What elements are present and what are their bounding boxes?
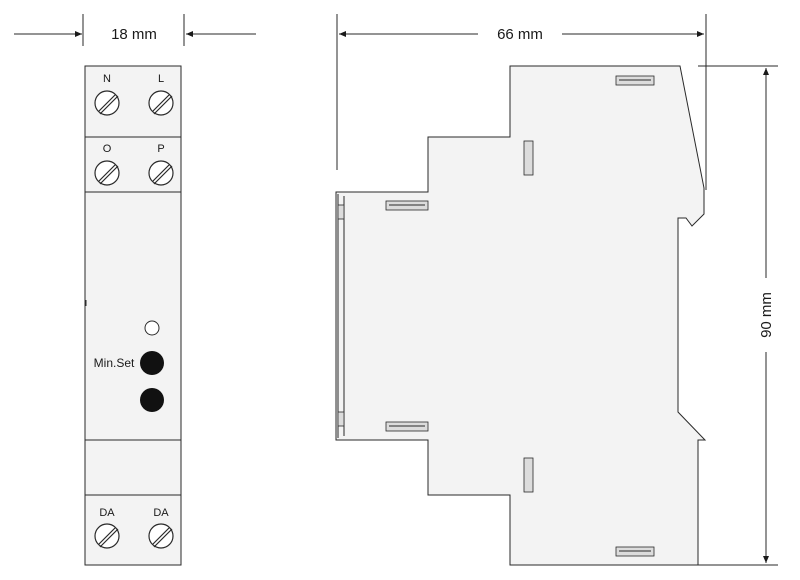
- terminal-label-p: P: [157, 143, 164, 155]
- terminal-label-da-1: DA: [99, 507, 115, 519]
- side-edge-tab-bottom: [337, 411, 345, 427]
- terminal-screw-l: [148, 90, 174, 116]
- terminal-screw-n: [94, 90, 120, 116]
- side-profile-outline: [335, 65, 707, 566]
- side-width-label: 66 mm: [497, 26, 543, 43]
- front-width-label: 18 mm: [111, 26, 157, 43]
- terminal-screw-da-1: [94, 523, 120, 549]
- terminal-screw-da-2: [148, 523, 174, 549]
- terminal-screw-o: [94, 160, 120, 186]
- side-edge-tab-top: [337, 204, 345, 220]
- min-set-button[interactable]: [140, 351, 164, 375]
- terminal-label-o: O: [103, 143, 112, 155]
- terminal-label-l: L: [158, 73, 164, 85]
- indicator-led: [144, 320, 160, 336]
- secondary-button[interactable]: [140, 388, 164, 412]
- front-housing: [84, 65, 182, 566]
- height-label: 90 mm: [758, 292, 775, 338]
- front-view: 18 mm N L O P: [14, 14, 256, 566]
- side-view: 66 mm 90 mm: [335, 14, 778, 566]
- min-set-label: Min.Set: [94, 356, 135, 370]
- terminal-label-n: N: [103, 73, 111, 85]
- terminal-label-da-2: DA: [153, 507, 169, 519]
- side-clip-lower-vertical: [523, 457, 534, 493]
- terminal-screw-p: [148, 160, 174, 186]
- side-clip-upper-vertical: [523, 140, 534, 176]
